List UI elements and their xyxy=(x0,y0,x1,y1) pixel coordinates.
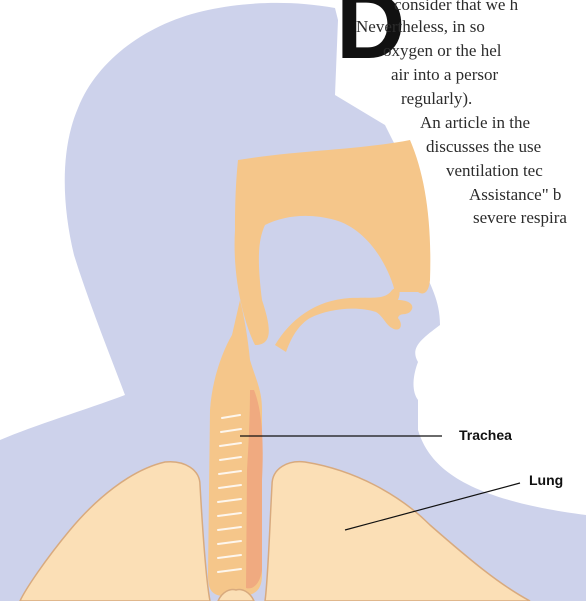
article-line-9: Assistance" b xyxy=(469,184,561,206)
article-line-4: air into a persor xyxy=(391,64,498,86)
lung-label: Lung xyxy=(529,472,563,488)
article-line-5: regularly). xyxy=(401,88,472,110)
article-line-8: ventilation tec xyxy=(446,160,543,182)
article-line-2: Nevertheless, in so xyxy=(356,16,485,38)
article-line-6: An article in the xyxy=(420,112,530,134)
trachea-label: Trachea xyxy=(459,427,512,443)
article-line-7: discusses the use xyxy=(426,136,541,158)
article-line-1: consider that we h xyxy=(394,0,518,16)
article-line-3: oxygen or the hel xyxy=(383,40,502,62)
article-line-10: severe respira xyxy=(473,207,567,229)
